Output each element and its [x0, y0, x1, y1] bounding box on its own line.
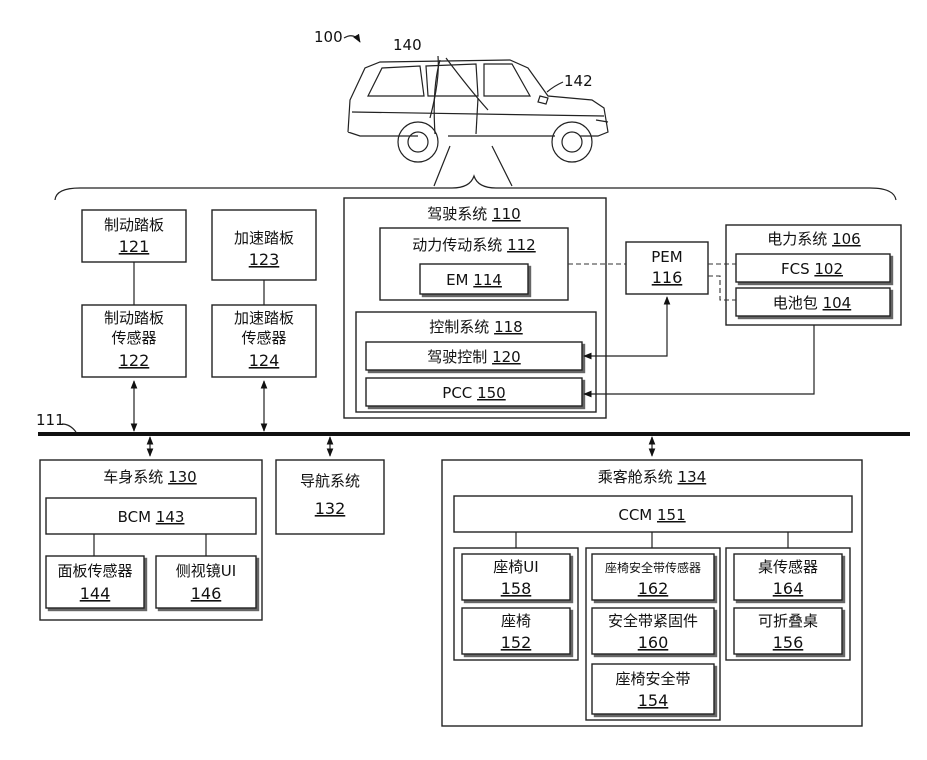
- drive-system-label: 驾驶系统 110: [427, 205, 520, 223]
- ccm-label: CCM 151: [618, 506, 685, 524]
- pcc-label: PCC 150: [442, 384, 505, 402]
- folding-table-label: 可折叠桌: [758, 612, 818, 630]
- table-sensor-num: 164: [773, 579, 804, 598]
- brake-pedal-num: 121: [119, 237, 150, 256]
- seatbelt-sensor-label: 座椅安全带传感器: [605, 560, 701, 575]
- table-sensor-label: 桌传感器: [758, 558, 818, 576]
- accel-sensor-label-2: 传感器: [241, 329, 286, 347]
- accel-sensor-num: 124: [249, 351, 280, 370]
- em-label: EM 114: [446, 271, 502, 289]
- control-system-label: 控制系统 118: [429, 318, 522, 336]
- brake-sensor-label-2: 传感器: [111, 329, 156, 347]
- ref-system: 100: [314, 28, 343, 46]
- ref-car-front: 142: [564, 72, 593, 90]
- accel-pedal-label: 加速踏板: [234, 229, 294, 247]
- pem-num: 116: [652, 268, 683, 287]
- seat-label: 座椅: [501, 612, 531, 630]
- seatbelt-sensor-num: 162: [638, 579, 669, 598]
- battery-label: 电池包 104: [773, 294, 851, 312]
- seatbelt-num: 154: [638, 691, 669, 710]
- nav-system-label: 导航系统: [300, 472, 360, 490]
- bcm-label: BCM 143: [118, 508, 185, 526]
- powertrain-label: 动力传动系统 112: [412, 236, 535, 254]
- grouping-brace: [55, 176, 896, 200]
- brake-sensor-label-1: 制动踏板: [104, 309, 164, 327]
- nav-system-num: 132: [315, 499, 346, 518]
- belt-fastener-label: 安全带紧固件: [608, 612, 698, 630]
- seat-ui-num: 158: [501, 579, 532, 598]
- brake-pedal-label: 制动踏板: [104, 216, 164, 234]
- folding-table-num: 156: [773, 633, 804, 652]
- brake-sensor-num: 122: [119, 351, 150, 370]
- seat-ui-label: 座椅UI: [493, 558, 538, 576]
- seat-num: 152: [501, 633, 532, 652]
- bus-ref: 111: [36, 411, 65, 429]
- seatbelt-label: 座椅安全带: [615, 670, 690, 688]
- panel-sensor-num: 144: [80, 584, 111, 603]
- mirror-ui-num: 146: [191, 584, 222, 603]
- panel-sensor-label: 面板传感器: [57, 562, 132, 580]
- drive-control-label: 驾驶控制 120: [427, 348, 520, 366]
- cabin-system-label: 乘客舱系统 134: [598, 468, 706, 486]
- mirror-ui-label: 侧视镜UI: [176, 562, 236, 580]
- ref-car-part: 140: [393, 36, 422, 54]
- fcs-label: FCS 102: [781, 260, 843, 278]
- belt-fastener-num: 160: [638, 633, 669, 652]
- body-system-label: 车身系统 130: [103, 468, 196, 486]
- pem-label: PEM: [651, 248, 682, 266]
- power-system-label: 电力系统 106: [767, 230, 860, 248]
- accel-pedal-num: 123: [249, 250, 280, 269]
- accel-sensor-label-1: 加速踏板: [234, 309, 294, 327]
